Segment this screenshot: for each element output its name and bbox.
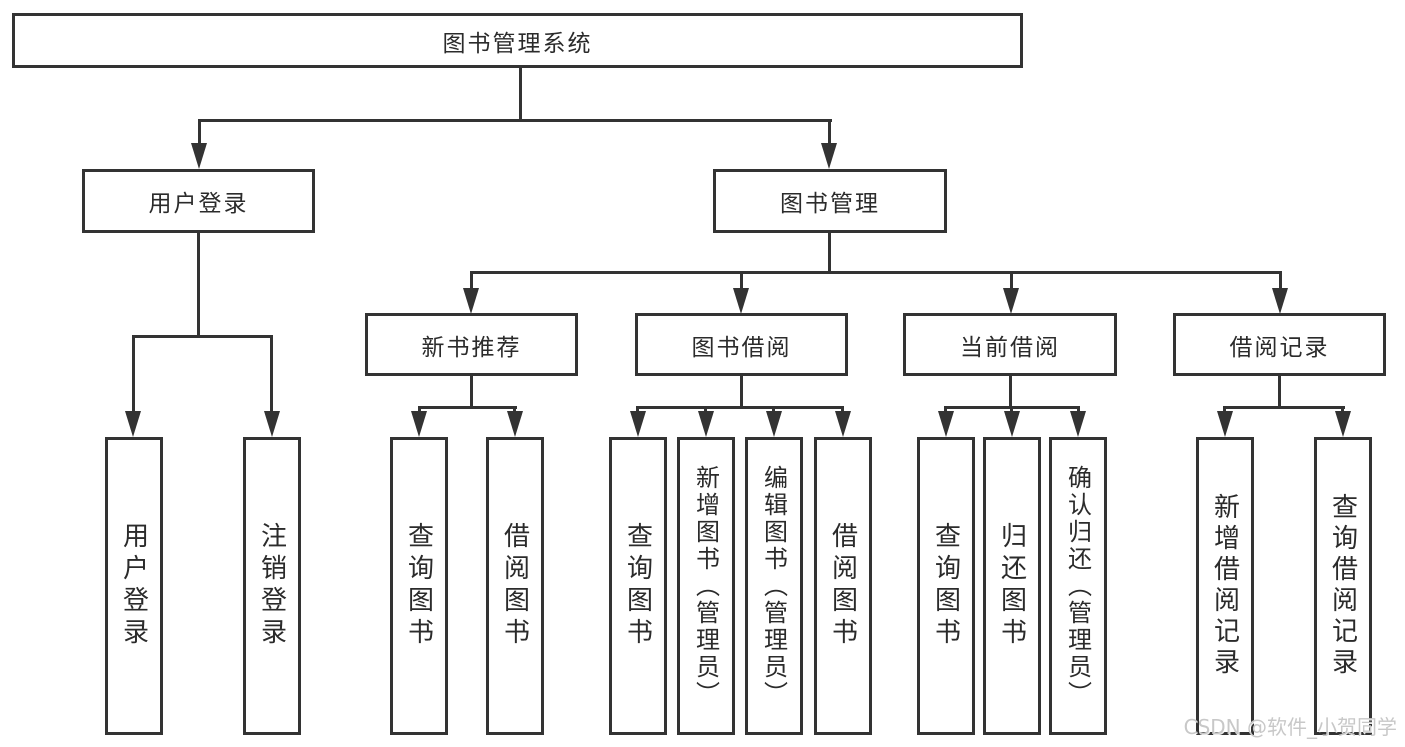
connector-group-hline bbox=[1223, 406, 1345, 409]
leaf-query-borrow-record: 查询借阅记录 bbox=[1314, 437, 1372, 735]
connector-stub bbox=[1010, 271, 1013, 289]
watermark-csdn: CSDN @软件_小贺同学 bbox=[1183, 715, 1397, 739]
connector-stub bbox=[1223, 406, 1226, 414]
node-book-management: 图书管理 bbox=[713, 169, 947, 233]
arrow-down-icon bbox=[1272, 288, 1288, 314]
connector-stub bbox=[772, 406, 775, 414]
connector-stub bbox=[198, 119, 201, 145]
node-borrow-records: 借阅记录 bbox=[1173, 313, 1386, 376]
connector-stub bbox=[828, 119, 831, 145]
connector-group-vline bbox=[740, 376, 743, 406]
arrow-down-icon bbox=[835, 411, 851, 437]
connector-stub bbox=[1341, 406, 1344, 414]
connector-root-vline bbox=[519, 68, 522, 119]
connector-stub bbox=[704, 406, 707, 414]
connector-stub bbox=[1010, 406, 1013, 414]
leaf-return-book: 归还图书 bbox=[983, 437, 1041, 735]
arrow-down-icon bbox=[264, 411, 280, 437]
connector-group-vline bbox=[1009, 376, 1012, 406]
arrow-down-icon bbox=[411, 411, 427, 437]
connector-login-vline bbox=[197, 233, 200, 335]
leaf-query-books: 查询图书 bbox=[390, 437, 448, 735]
connector-level1-hline bbox=[198, 119, 832, 122]
connector-stub bbox=[740, 271, 743, 289]
node-current-borrowing: 当前借阅 bbox=[903, 313, 1117, 376]
arrow-down-icon bbox=[938, 411, 954, 437]
connector-group-hline bbox=[418, 406, 517, 409]
connector-stub bbox=[132, 335, 135, 413]
node-book-borrowing: 图书借阅 bbox=[635, 313, 848, 376]
arrow-down-icon bbox=[125, 411, 141, 437]
arrow-down-icon bbox=[630, 411, 646, 437]
leaf-add-book-admin: 新增图书（管理员） bbox=[677, 437, 735, 735]
arrow-down-icon bbox=[1070, 411, 1086, 437]
leaf-edit-book-admin: 编辑图书（管理员） bbox=[745, 437, 803, 735]
connector-stub bbox=[470, 271, 473, 289]
leaf-query-books: 查询图书 bbox=[917, 437, 975, 735]
connector-stub bbox=[270, 335, 273, 413]
leaf-borrow-books: 借阅图书 bbox=[486, 437, 544, 735]
connector-group-hline bbox=[636, 406, 844, 409]
arrow-down-icon bbox=[1003, 288, 1019, 314]
arrow-down-icon bbox=[1004, 411, 1020, 437]
connector-group-vline bbox=[470, 376, 473, 406]
connector-stub bbox=[418, 406, 421, 414]
connector-stub bbox=[1077, 406, 1080, 414]
leaf-user-login: 用户登录 bbox=[105, 437, 163, 735]
arrow-down-icon bbox=[1217, 411, 1233, 437]
arrow-down-icon bbox=[821, 143, 837, 169]
leaf-logout: 注销登录 bbox=[243, 437, 301, 735]
connector-group-vline bbox=[1278, 376, 1281, 406]
connector-stub bbox=[636, 406, 639, 414]
node-new-book-recommendation: 新书推荐 bbox=[365, 313, 578, 376]
connector-stub bbox=[841, 406, 844, 414]
leaf-add-borrow-record: 新增借阅记录 bbox=[1196, 437, 1254, 735]
arrow-down-icon bbox=[733, 288, 749, 314]
arrow-down-icon bbox=[698, 411, 714, 437]
leaf-query-books: 查询图书 bbox=[609, 437, 667, 735]
arrow-down-icon bbox=[191, 143, 207, 169]
connector-stub bbox=[1279, 271, 1282, 289]
arrow-down-icon bbox=[507, 411, 523, 437]
arrow-down-icon bbox=[766, 411, 782, 437]
node-library-system: 图书管理系统 bbox=[12, 13, 1023, 68]
arrow-down-icon bbox=[1335, 411, 1351, 437]
connector-level3-hline bbox=[470, 271, 1282, 274]
leaf-confirm-return-admin: 确认归还（管理员） bbox=[1049, 437, 1107, 735]
leaf-borrow-books: 借阅图书 bbox=[814, 437, 872, 735]
connector-stub bbox=[944, 406, 947, 414]
connector-login-hline bbox=[132, 335, 273, 338]
node-user-login: 用户登录 bbox=[82, 169, 315, 233]
connector-manage-vline bbox=[828, 233, 831, 271]
connector-stub bbox=[513, 406, 516, 414]
arrow-down-icon bbox=[463, 288, 479, 314]
